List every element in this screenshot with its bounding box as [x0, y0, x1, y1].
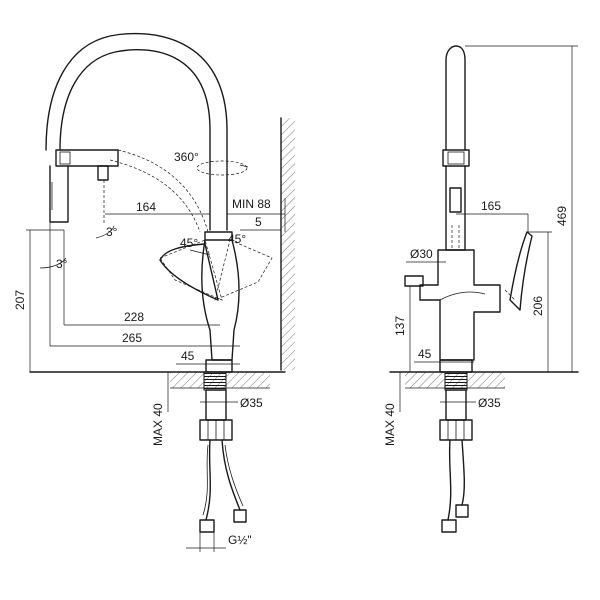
tilt-upper: 3° [106, 225, 118, 239]
dim-164: 164 [136, 200, 156, 214]
dim-max40-front: MAX 40 [151, 403, 165, 446]
spray-head [49, 149, 119, 225]
gooseneck-hose [45, 32, 228, 233]
dim-30: Ø30 [410, 247, 433, 261]
dimensions-side: 165 469 Ø30 206 137 45 MAX 40 Ø35 [383, 45, 578, 446]
rotation-indicator: 360° [174, 150, 249, 176]
front-view: 360° 45° 45° [13, 32, 295, 552]
dim-35-front: Ø35 [240, 396, 263, 410]
countertop-side [389, 371, 579, 389]
rotation-label: 360° [174, 150, 199, 164]
dim-137: 137 [393, 316, 407, 336]
spout-column [442, 45, 470, 251]
dim-206: 206 [531, 296, 545, 316]
dim-max40-side: MAX 40 [383, 403, 397, 446]
mounting-front [199, 371, 247, 533]
dim-469: 469 [555, 206, 569, 226]
mounting-side [439, 371, 473, 533]
angle-left-label: 45° [180, 236, 198, 250]
dim-5: 5 [255, 215, 262, 229]
dim-265: 265 [122, 331, 142, 345]
dim-165: 165 [481, 199, 501, 213]
dim-228: 228 [124, 310, 144, 324]
tilt-lower: 3° [56, 257, 68, 271]
faucet-body-side [404, 231, 533, 373]
dim-207: 207 [13, 290, 27, 310]
side-view: 165 469 Ø30 206 137 45 MAX 40 Ø35 [383, 45, 579, 533]
countertop-front [29, 371, 286, 389]
angle-right-label: 45° [228, 232, 246, 246]
dim-min88: MIN 88 [232, 197, 271, 211]
dim-45-front: 45 [181, 349, 195, 363]
faucet-body-front: 45° 45° [159, 231, 273, 373]
dimensions-front: 164 MIN 88 5 3° 3° 207 228 265 [13, 197, 286, 552]
dim-45-side: 45 [418, 347, 432, 361]
wall [280, 117, 295, 371]
dim-thread: G½" [228, 533, 252, 547]
dim-35-side: Ø35 [478, 396, 501, 410]
